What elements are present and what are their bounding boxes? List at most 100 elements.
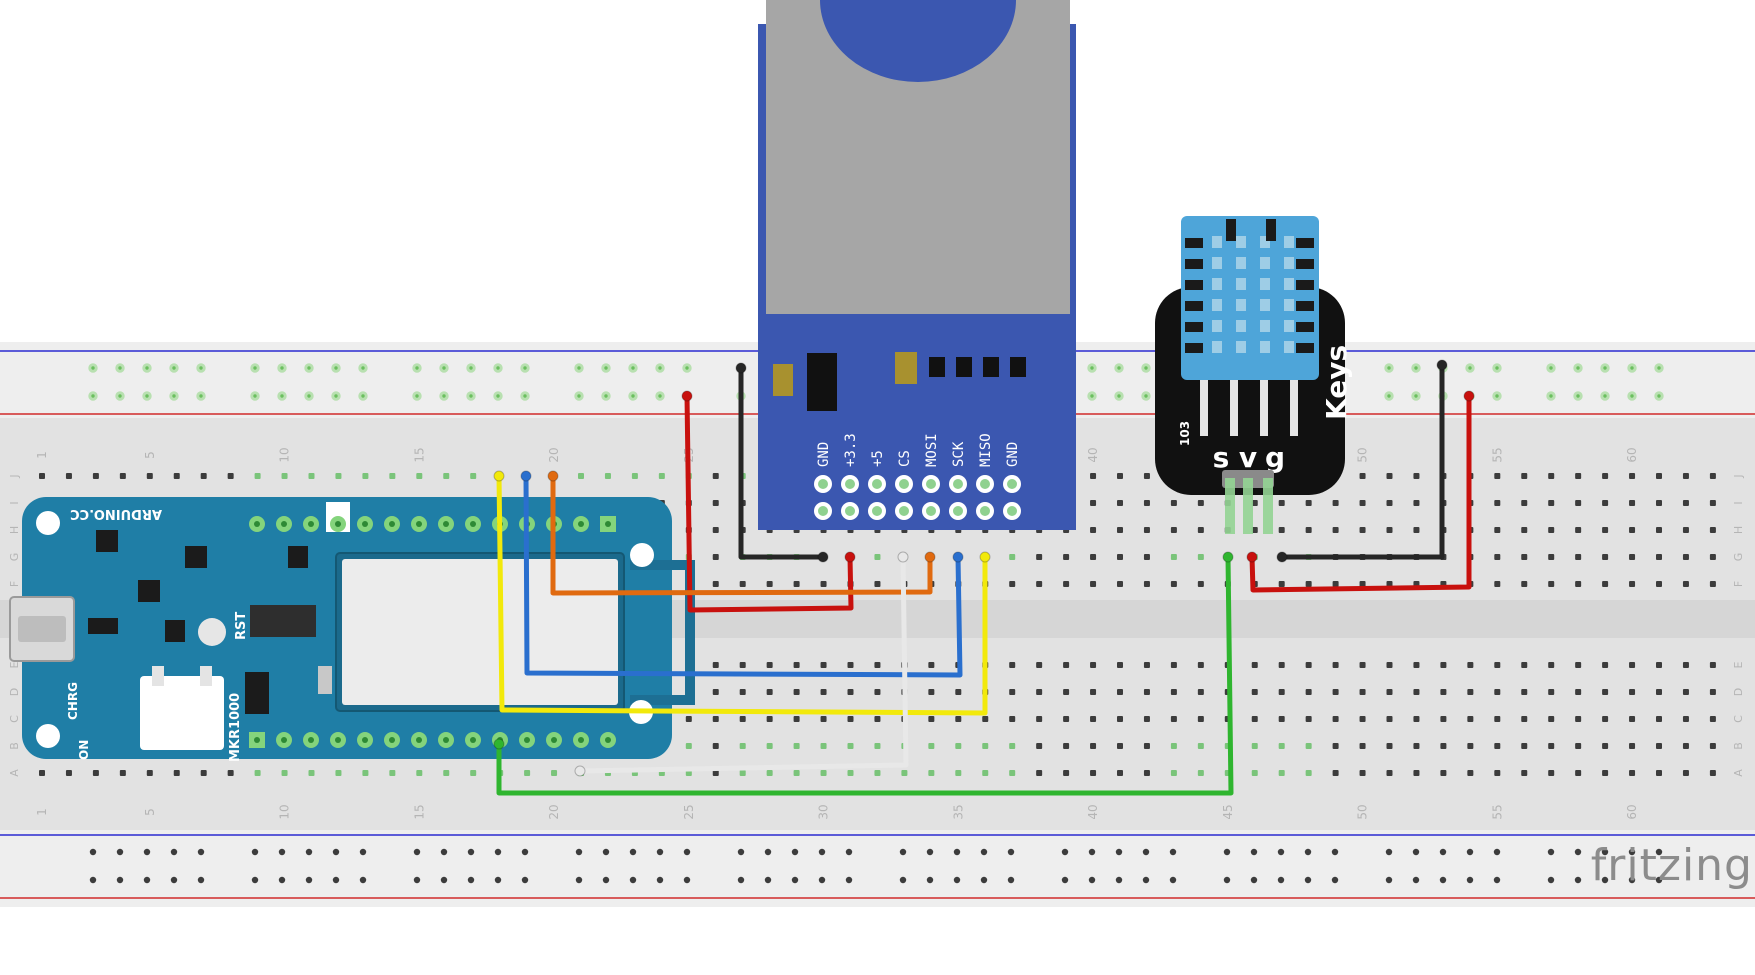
breadboard-hole[interactable] — [1386, 527, 1393, 533]
breadboard-hole[interactable] — [982, 770, 989, 776]
breadboard-hole[interactable] — [1117, 527, 1123, 533]
breadboard-hole[interactable] — [1251, 716, 1258, 722]
rail-hole[interactable] — [251, 876, 259, 884]
rail-hole[interactable] — [1114, 363, 1124, 373]
breadboard-hole[interactable] — [1440, 689, 1447, 695]
breadboard-hole[interactable] — [1521, 716, 1528, 722]
breadboard-hole[interactable] — [1413, 527, 1420, 533]
breadboard-hole[interactable] — [874, 662, 881, 668]
rail-hole[interactable] — [1546, 391, 1556, 401]
rail-hole[interactable] — [494, 848, 502, 856]
breadboard-hole[interactable] — [955, 770, 962, 776]
rail-hole[interactable] — [628, 363, 638, 373]
breadboard-hole[interactable] — [1143, 770, 1150, 776]
rail-hole[interactable] — [1412, 848, 1420, 856]
breadboard-hole[interactable] — [1521, 473, 1528, 479]
breadboard-hole[interactable] — [146, 473, 153, 479]
breadboard-hole[interactable] — [227, 473, 234, 479]
breadboard-hole[interactable] — [1197, 770, 1204, 776]
breadboard-hole[interactable] — [1036, 554, 1043, 560]
rail-hole[interactable] — [250, 391, 260, 401]
rail-hole[interactable] — [1277, 848, 1285, 856]
rail-hole[interactable] — [574, 363, 584, 373]
rail-hole[interactable] — [818, 848, 826, 856]
rail-hole[interactable] — [574, 391, 584, 401]
breadboard-hole[interactable] — [928, 689, 935, 695]
rail-hole[interactable] — [439, 391, 449, 401]
rail-hole[interactable] — [115, 363, 125, 373]
breadboard-hole[interactable] — [1305, 716, 1312, 722]
rail-hole[interactable] — [953, 876, 961, 884]
breadboard-hole[interactable] — [955, 689, 962, 695]
breadboard-hole[interactable] — [1629, 473, 1636, 479]
breadboard-hole[interactable] — [1521, 581, 1528, 587]
rail-hole[interactable] — [1627, 391, 1637, 401]
breadboard-hole[interactable] — [1494, 527, 1501, 533]
breadboard-hole[interactable] — [793, 770, 800, 776]
breadboard-hole[interactable] — [955, 743, 962, 749]
breadboard-hole[interactable] — [1521, 662, 1528, 668]
breadboard-hole[interactable] — [1682, 689, 1689, 695]
rail-hole[interactable] — [1547, 848, 1555, 856]
breadboard-hole[interactable] — [1170, 662, 1177, 668]
breadboard-hole[interactable] — [766, 581, 773, 587]
rail-hole[interactable] — [1654, 363, 1664, 373]
rail-hole[interactable] — [1114, 391, 1124, 401]
rail-hole[interactable] — [332, 876, 340, 884]
rail-hole[interactable] — [764, 848, 772, 856]
wire-end[interactable] — [897, 551, 909, 563]
breadboard-hole[interactable] — [1575, 473, 1582, 479]
breadboard-hole[interactable] — [1359, 473, 1366, 479]
rail-hole[interactable] — [439, 363, 449, 373]
rail-hole[interactable] — [142, 391, 152, 401]
breadboard-hole[interactable] — [1548, 770, 1555, 776]
breadboard-hole[interactable] — [1278, 500, 1285, 506]
sd-pin[interactable] — [926, 479, 936, 489]
breadboard-hole[interactable] — [739, 662, 746, 668]
breadboard-hole[interactable] — [1117, 500, 1123, 506]
breadboard-hole[interactable] — [1251, 770, 1258, 776]
rail-hole[interactable] — [737, 876, 745, 884]
breadboard-hole[interactable] — [1656, 743, 1662, 749]
breadboard-hole[interactable] — [1602, 473, 1609, 479]
breadboard-hole[interactable] — [712, 716, 719, 722]
breadboard-hole[interactable] — [1305, 527, 1312, 533]
breadboard-hole[interactable] — [1251, 662, 1258, 668]
rail-hole[interactable] — [115, 391, 125, 401]
rail-hole[interactable] — [1142, 876, 1150, 884]
rail-hole[interactable] — [116, 876, 124, 884]
breadboard-hole[interactable] — [1170, 527, 1177, 533]
rail-hole[interactable] — [1574, 848, 1582, 856]
rail-hole[interactable] — [1492, 363, 1502, 373]
breadboard-hole[interactable] — [416, 473, 423, 479]
rail-hole[interactable] — [332, 848, 340, 856]
rail-hole[interactable] — [1600, 363, 1610, 373]
breadboard-hole[interactable] — [173, 473, 180, 479]
rail-hole[interactable] — [926, 848, 934, 856]
breadboard-hole[interactable] — [1602, 500, 1609, 506]
breadboard-hole[interactable] — [1090, 716, 1097, 722]
breadboard-hole[interactable] — [1090, 500, 1097, 506]
breadboard-hole[interactable] — [389, 770, 396, 776]
breadboard-hole[interactable] — [1656, 770, 1662, 776]
breadboard-hole[interactable] — [1602, 662, 1609, 668]
breadboard-hole[interactable] — [1682, 554, 1689, 560]
rail-hole[interactable] — [575, 876, 583, 884]
breadboard-hole[interactable] — [1009, 770, 1016, 776]
rail-hole[interactable] — [1654, 391, 1664, 401]
breadboard-hole[interactable] — [1332, 689, 1339, 695]
breadboard-hole[interactable] — [1602, 581, 1609, 587]
wire-end[interactable] — [924, 551, 936, 563]
rail-hole[interactable] — [467, 848, 475, 856]
rail-hole[interactable] — [629, 876, 637, 884]
breadboard-hole[interactable] — [1143, 500, 1150, 506]
wire-end[interactable] — [735, 362, 747, 374]
rail-hole[interactable] — [413, 876, 421, 884]
breadboard-hole[interactable] — [847, 662, 854, 668]
breadboard-hole[interactable] — [874, 716, 881, 722]
rail-hole[interactable] — [358, 391, 368, 401]
rail-hole[interactable] — [980, 848, 988, 856]
breadboard-hole[interactable] — [92, 473, 99, 479]
rail-hole[interactable] — [1277, 876, 1285, 884]
rail-hole[interactable] — [304, 363, 314, 373]
